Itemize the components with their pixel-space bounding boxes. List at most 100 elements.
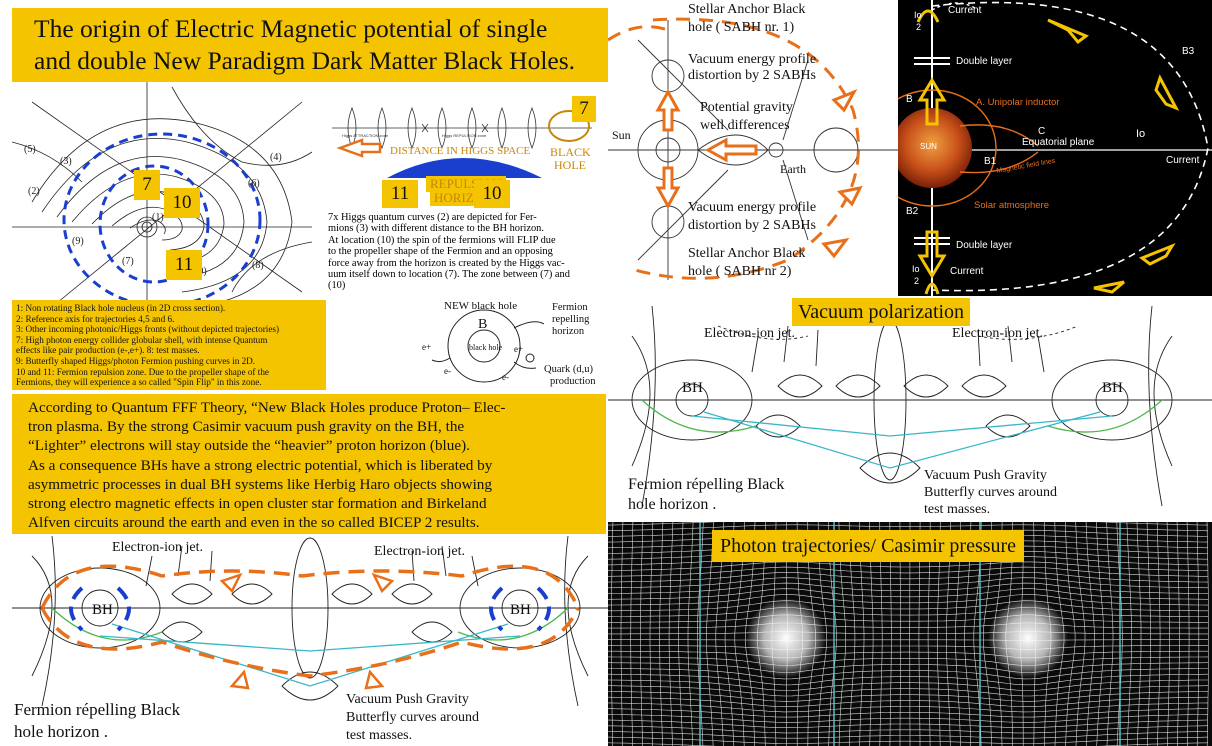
photon-trajectory-line bbox=[1085, 522, 1095, 746]
photon-trajectory-line bbox=[620, 522, 624, 746]
higgs-space-diagram: DISTANCE IN HIGGS SPACE BLACK HOLE Higgs… bbox=[332, 106, 592, 178]
jet-label-left: Electron-ion jet. bbox=[112, 540, 203, 555]
theory-line: As a consequence BHs have a strong elect… bbox=[28, 456, 493, 474]
sabh1-line-2: hole ( SABH nr. 1) bbox=[688, 20, 795, 35]
description-line: (10) bbox=[328, 280, 346, 292]
vacuum-push-line-1: Vacuum Push Gravity bbox=[924, 468, 1047, 483]
photon-trajectory-line bbox=[608, 691, 1209, 702]
legend-line: 1: Non rotating Black hole nucleus (in 2… bbox=[16, 303, 226, 313]
photon-trajectory-line bbox=[608, 685, 1209, 697]
axis-label-8: (8) bbox=[252, 260, 264, 271]
photon-trajectory-line bbox=[608, 708, 1209, 718]
legend-line: 7: High photon energy collider globular … bbox=[16, 334, 268, 345]
axis-label-4: (4) bbox=[270, 152, 282, 163]
photon-trajectory-line bbox=[1206, 522, 1209, 746]
unipolar-label: A. Unipolar inductor bbox=[976, 97, 1060, 108]
legend-line: effects like pair production (e-,e+). 8:… bbox=[16, 345, 200, 356]
legend-box: 1: Non rotating Black hole nucleus (in 2… bbox=[12, 300, 326, 390]
e-label-3: e+ bbox=[514, 344, 523, 354]
photon-trajectory-line bbox=[608, 561, 1209, 571]
axis-label-5: (5) bbox=[24, 144, 36, 155]
photon-trajectory-line bbox=[687, 522, 694, 746]
unipolar-inductor-panel: Current Io 2 Double layer B A. Unipolar … bbox=[898, 0, 1212, 296]
vacuum-push-line-1: Vacuum Push Gravity bbox=[346, 692, 469, 707]
dual-bh-diagram: BH BH bbox=[12, 536, 608, 707]
axis-label-3: (3) bbox=[60, 156, 72, 167]
photon-trajectory-line bbox=[1146, 522, 1151, 746]
axis-label-6: (6) bbox=[248, 178, 260, 189]
potential-line-1: Potential gravity bbox=[700, 100, 793, 115]
e-label-4: e- bbox=[502, 372, 509, 382]
photon-trajectory-line bbox=[611, 522, 614, 746]
theory-text: According to Quantum FFF Theory, “New Bl… bbox=[28, 398, 505, 532]
sabh2-line-2: hole ( SABH nr 2) bbox=[688, 264, 792, 279]
sun-earth-diagram bbox=[608, 17, 898, 280]
jet-label-right: Electron-ion jet. bbox=[952, 326, 1043, 341]
vacuum-polarization-title: Vacuum polarization bbox=[792, 298, 971, 326]
solar-atmosphere-label: Solar atmosphere bbox=[974, 200, 1049, 211]
potential-line-2: well differences bbox=[700, 118, 790, 133]
theory-line: According to Quantum FFF Theory, “New Bl… bbox=[28, 399, 506, 416]
axis-label-1: (1) bbox=[152, 212, 164, 223]
bh-label-left: BH bbox=[92, 602, 113, 618]
photon-trajectory-line bbox=[608, 566, 1209, 577]
bh-core-label: black hole bbox=[469, 343, 503, 352]
photon-trajectory-line bbox=[608, 702, 1209, 713]
photon-trajectory-line bbox=[608, 656, 1209, 666]
photon-trajectory-line bbox=[608, 736, 1209, 744]
description-line: uum itself down to location (7). The zon… bbox=[328, 269, 570, 281]
e-label-2: e- bbox=[444, 366, 451, 376]
hole-label: HOLE bbox=[554, 158, 586, 172]
vacuum1-line-2: distortion by 2 SABHs bbox=[688, 68, 816, 83]
description-line: to the propeller shape of the Fermion an… bbox=[328, 246, 553, 258]
casimir-sphere-right bbox=[988, 598, 1068, 678]
fermion-label-2: repelling bbox=[552, 314, 590, 325]
equatorial-label: Equatorial plane bbox=[1022, 137, 1095, 148]
fermion-horizon-line-1: Fermion répelling Black bbox=[628, 476, 785, 493]
marker-10-spiral: 10 bbox=[164, 188, 200, 218]
theory-line: asymmetric processes in dual BH systems … bbox=[28, 475, 492, 493]
photon-trajectory-line bbox=[1106, 522, 1114, 746]
photon-trajectory-line bbox=[608, 577, 1209, 589]
sabh2-line-1: Stellar Anchor Black bbox=[688, 246, 806, 261]
c-label: C bbox=[1038, 126, 1046, 137]
vacuum2-line-2: distortion by 2 SABHs bbox=[688, 218, 816, 233]
vacuum-polarization-panel: BH BH Vacuum polarization Electron-ion j… bbox=[608, 296, 1212, 522]
photon-trajectory-line bbox=[608, 582, 1209, 594]
fermion-horizon-line-2: hole horizon . bbox=[14, 722, 108, 741]
marker-11-spiral: 11 bbox=[166, 250, 202, 280]
theory-line: “Lighter” electrons will stay outside th… bbox=[28, 437, 470, 455]
legend-line: Fermions, they will experience a so call… bbox=[16, 377, 262, 388]
top-left-panel: The origin of Electric Magnetic potentia… bbox=[12, 0, 608, 390]
io-label: Io bbox=[1136, 128, 1146, 140]
higgs-description: 7x Higgs quantum curves (2) are depicted… bbox=[328, 212, 604, 292]
sun-earth-panel: Stellar Anchor Black hole ( SABH nr. 1) … bbox=[608, 0, 898, 292]
vacuum-push-line-3: test masses. bbox=[924, 502, 991, 517]
photon-trajectory-line bbox=[608, 607, 1209, 617]
vacuum2-line-1: Vacuum energy profile bbox=[688, 200, 817, 215]
new-bh-label: NEW black hole bbox=[444, 300, 517, 312]
legend-line: 3: Other incoming photonic/Higgs fronts … bbox=[16, 324, 280, 335]
b-top-label: B bbox=[906, 94, 913, 105]
photon-trajectory-line bbox=[608, 673, 1209, 686]
photon-trajectory-line bbox=[608, 662, 1209, 673]
fermion-horizon-line-1: Fermion répelling Black bbox=[14, 700, 181, 719]
photon-trajectory-line bbox=[608, 522, 1209, 526]
photon-trajectory-line bbox=[608, 631, 1208, 635]
photon-trajectories-panel: Photon trajectories/ Casimir pressure bbox=[608, 522, 1212, 746]
photon-trajectory-line bbox=[668, 522, 674, 746]
bh-label-right: BH bbox=[1102, 380, 1123, 396]
photon-trajectory-line bbox=[608, 594, 1209, 606]
bottom-left-panel: BH BH Electron-ion jet. Electron-ion jet… bbox=[12, 536, 608, 746]
photon-trajectory-line bbox=[1136, 522, 1142, 746]
photon-trajectory-line bbox=[608, 650, 1208, 659]
photon-trajectory-line bbox=[1166, 522, 1170, 746]
photon-trajectory-line bbox=[697, 522, 704, 746]
attraction-label: Higgs ATTRACTION zone bbox=[342, 133, 389, 138]
photon-trajectory-line bbox=[608, 622, 1208, 629]
vacuum1-line-1: Vacuum energy profile bbox=[688, 52, 817, 67]
repulsion-zone-label: Higgs REPULSION zone bbox=[442, 133, 487, 138]
new-black-hole-diagram: NEW black hole B Fermion repelling horiz… bbox=[422, 300, 596, 387]
black-label: BLACK bbox=[550, 145, 591, 159]
marker-7-higgs: 7 bbox=[572, 96, 596, 122]
